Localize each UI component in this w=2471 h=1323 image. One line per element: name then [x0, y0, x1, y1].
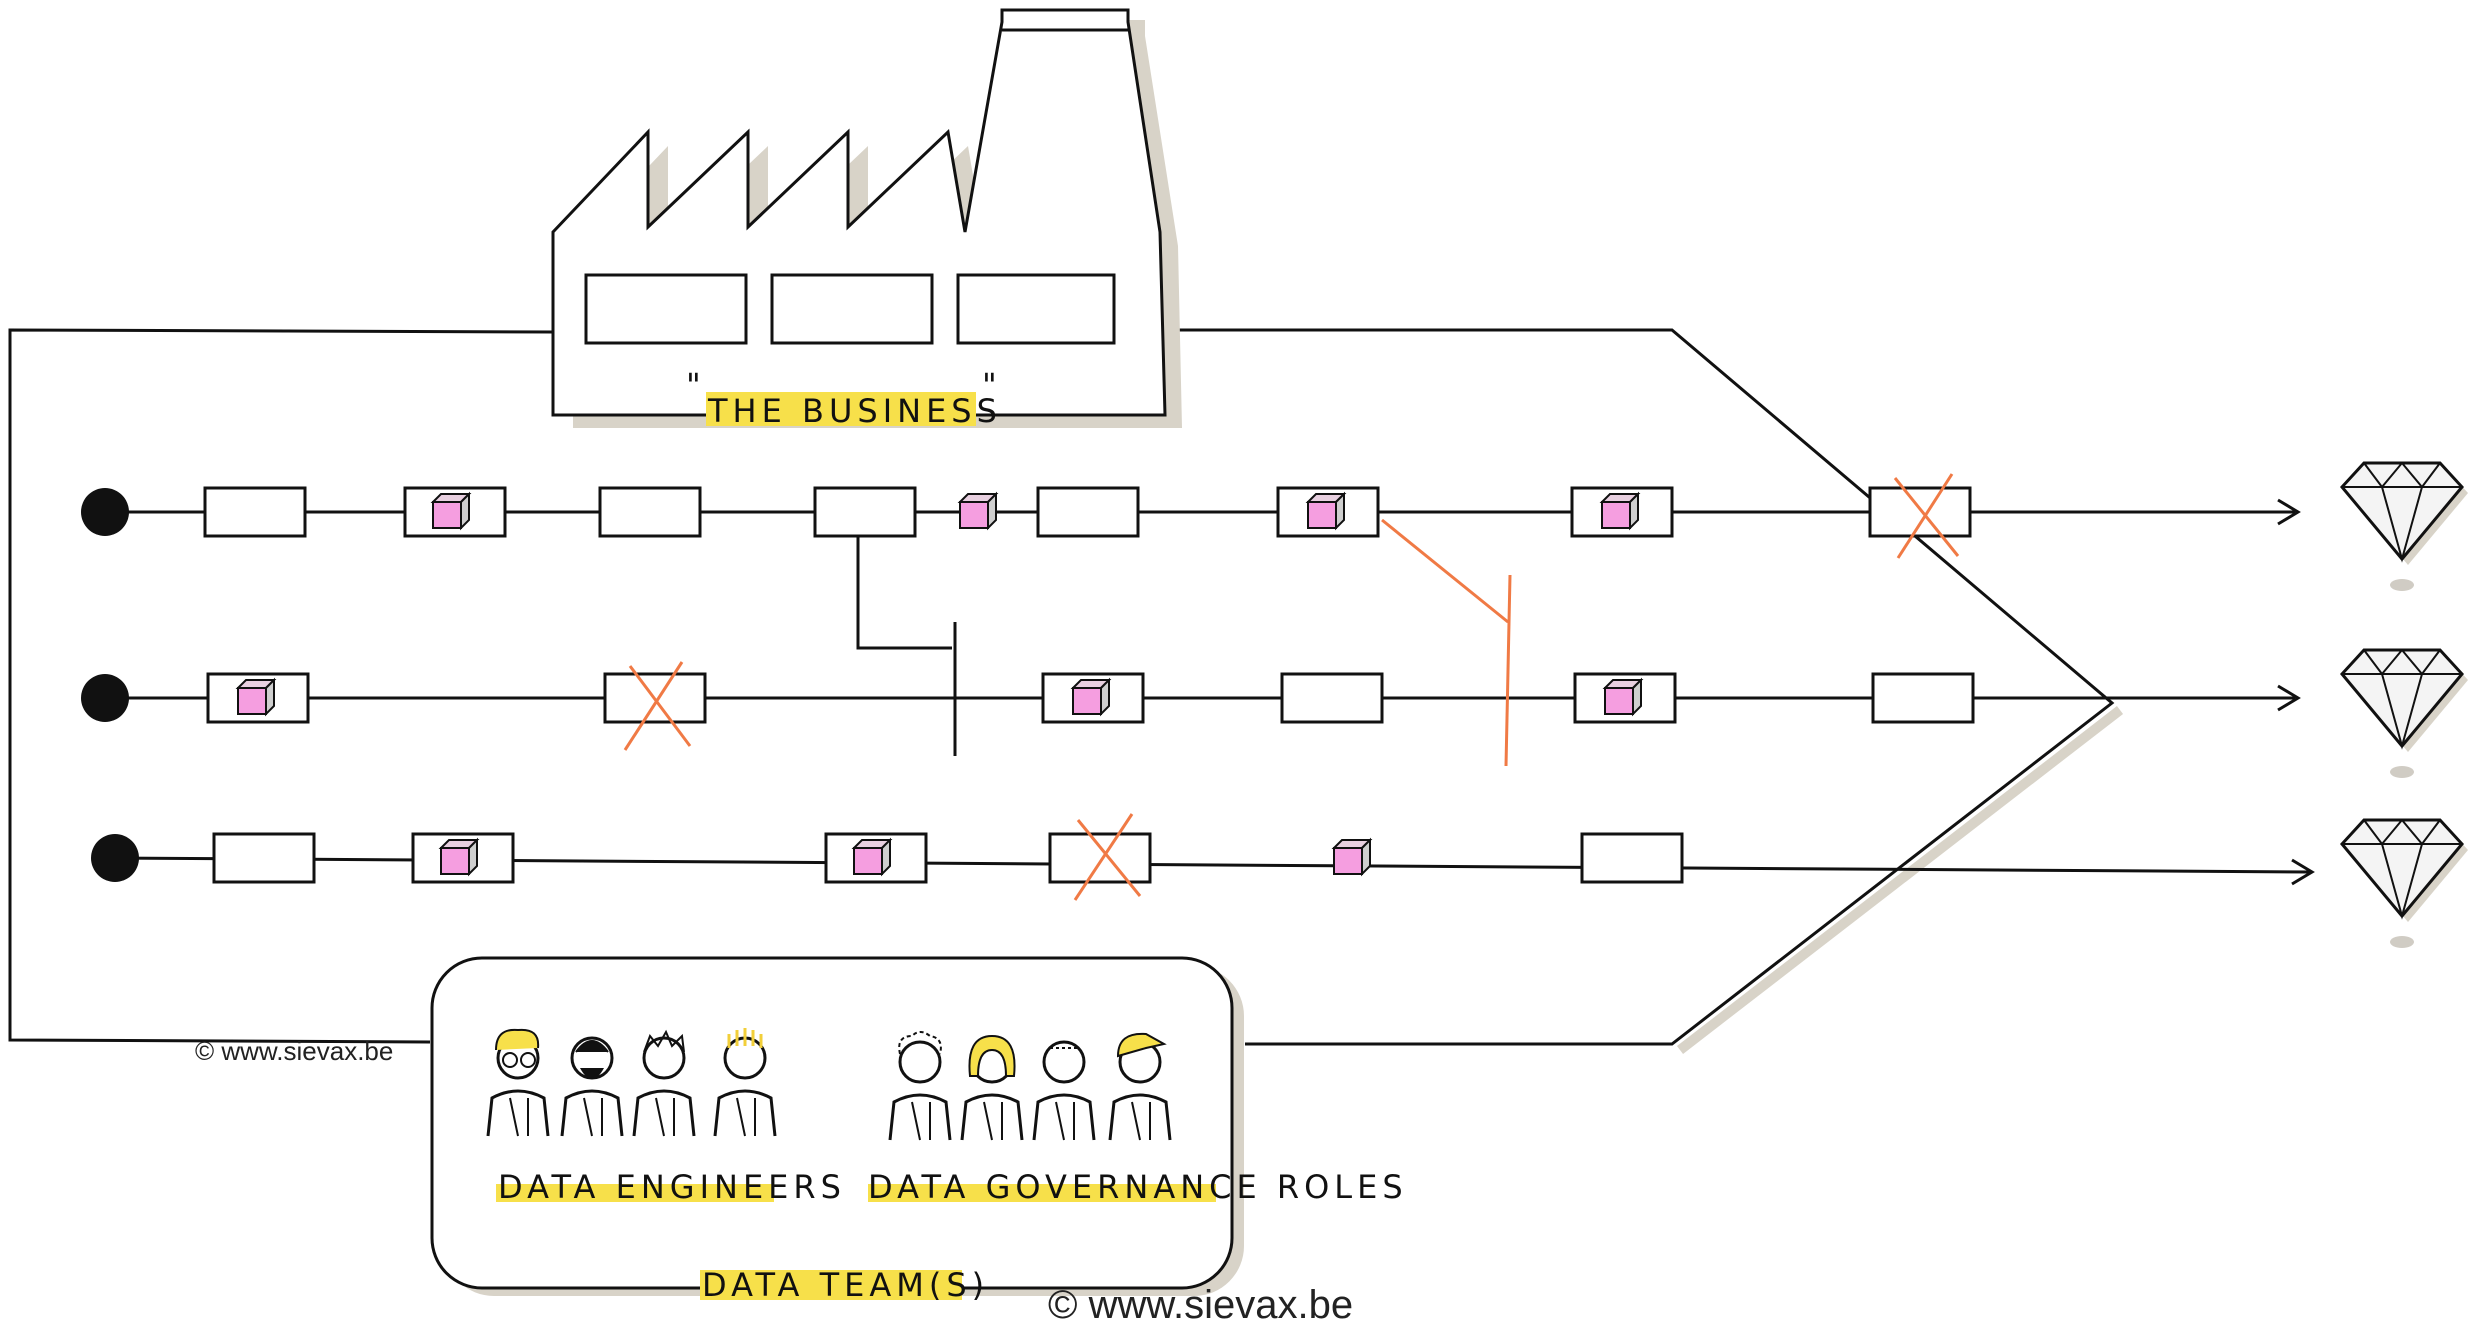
- diamond-icon: [2340, 648, 2470, 780]
- business-quote-close: ": [982, 366, 1002, 404]
- pink-cube-icon: [853, 839, 891, 875]
- arrowhead-icon: [2291, 858, 2315, 886]
- pipeline-1: [81, 461, 2470, 593]
- pink-cube-icon: [440, 839, 478, 875]
- governance-person-icon: [1108, 1032, 1172, 1142]
- stage-box: [1036, 486, 1140, 538]
- governance-label-highlight: [868, 1184, 1216, 1202]
- stage-box: [813, 486, 917, 538]
- watermark-large: © www.sievax.be: [1048, 1283, 1353, 1323]
- pink-cube-icon: [959, 493, 997, 529]
- arrowhead-icon: [2277, 684, 2301, 712]
- data-engineers-group: [486, 1028, 777, 1138]
- engineer-person-icon: [713, 1028, 777, 1138]
- orange-cross-icon: [623, 661, 692, 751]
- stage-box: [1868, 486, 1972, 538]
- governance-barrier: [1381, 518, 1512, 767]
- pink-cube-icon: [1333, 839, 1371, 875]
- data-team-box: [430, 956, 1244, 1296]
- stage-box: [1048, 832, 1152, 884]
- diamond-icon: [2340, 461, 2470, 593]
- engineer-person-icon: [560, 1036, 624, 1138]
- stage-box: [1580, 832, 1684, 884]
- pink-cube-icon: [1072, 679, 1110, 715]
- factory-icon: [551, 8, 1182, 428]
- diamond-icon: [2340, 818, 2470, 950]
- business-envelope: [8, 328, 2115, 1046]
- stage-box: [203, 486, 307, 538]
- pink-cube-icon: [1604, 679, 1642, 715]
- stage-box: [212, 832, 316, 884]
- data-governance-group: [888, 1031, 1172, 1142]
- stage-box: [598, 486, 702, 538]
- black-dot-icon: [81, 488, 129, 536]
- black-dot-icon: [81, 674, 129, 722]
- envelope-shadow: [1676, 706, 2124, 1054]
- stage-box: [1280, 672, 1384, 724]
- engineer-person-icon: [632, 1029, 696, 1138]
- governance-person-icon: [960, 1034, 1024, 1142]
- business-quote-open: ": [686, 366, 706, 404]
- pink-cube-icon: [1601, 493, 1639, 529]
- business-label-highlight: [706, 392, 976, 426]
- pink-cube-icon: [1307, 493, 1345, 529]
- governance-label: DATA GOVERNANCE ROLES: [868, 1168, 1408, 1206]
- engineers-label: DATA ENGINEERS: [498, 1168, 846, 1206]
- pink-cube-icon: [432, 493, 470, 529]
- pipeline-connector: [856, 536, 957, 756]
- pipeline-2: [81, 648, 2470, 780]
- governance-person-icon: [888, 1031, 952, 1142]
- arrowhead-icon: [2277, 498, 2301, 526]
- stage-box: [1871, 672, 1975, 724]
- watermark-small: © www.sievax.be: [195, 1036, 393, 1066]
- pipeline-3: [91, 813, 2470, 950]
- orange-cross-icon: [1893, 473, 1960, 559]
- engineers-label-highlight: [496, 1184, 774, 1202]
- data-team-label-highlight: [700, 1270, 962, 1300]
- orange-cross-icon: [1073, 813, 1142, 901]
- black-dot-icon: [91, 834, 139, 882]
- business-label: THE BUSINESS: [707, 392, 1002, 430]
- data-team-label: DATA TEAM(S): [702, 1266, 989, 1304]
- governance-person-icon: [1032, 1040, 1096, 1142]
- pink-cube-icon: [237, 679, 275, 715]
- engineer-person-icon: [486, 1028, 550, 1138]
